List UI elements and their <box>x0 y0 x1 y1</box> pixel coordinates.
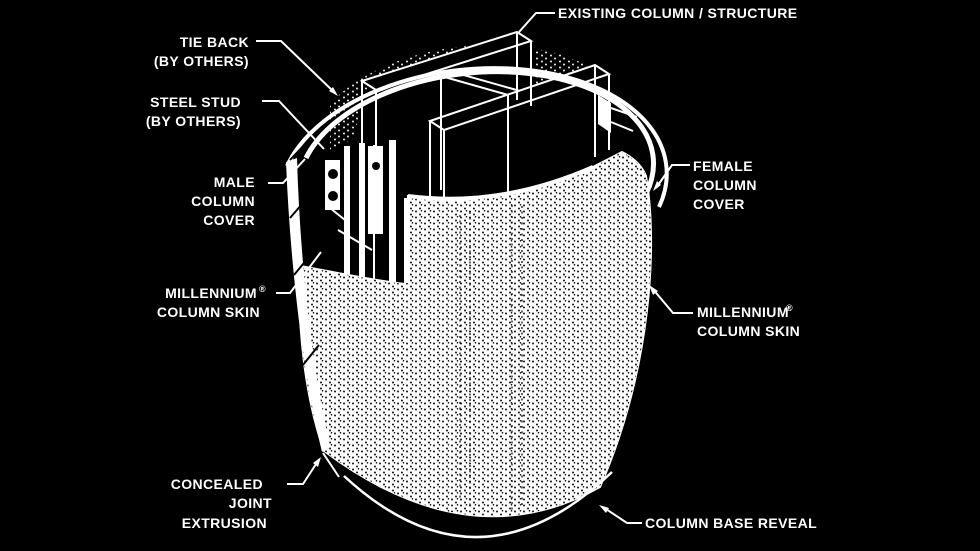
arrowhead <box>313 457 321 467</box>
stud-bracket <box>368 146 383 234</box>
label-concealed-joint-1: CONCEALED <box>171 476 263 492</box>
label-male-cover-3: COVER <box>203 212 255 228</box>
leader-millennium-left <box>276 251 322 294</box>
steel-stud <box>389 140 396 285</box>
base-edge <box>343 471 613 539</box>
leader-base-reveal <box>599 505 642 524</box>
steel-stud <box>344 146 350 280</box>
leader-millennium-right <box>649 285 693 314</box>
steel-studs-cutaway <box>325 140 396 285</box>
tie-back-bracket <box>325 160 340 210</box>
arrowhead <box>599 505 609 513</box>
label-male-cover-2: COLUMN <box>191 193 255 209</box>
label-millennium-left-2: COLUMN SKIN <box>157 304 260 320</box>
leader-existing-column <box>518 12 555 33</box>
tie-back-rod <box>329 207 346 221</box>
label-millennium-right: MILLENNIUM <box>697 304 789 320</box>
labels: EXISTING COLUMN / STRUCTURE TIE BACK (BY… <box>146 5 817 531</box>
rim-outer-edge <box>285 66 669 208</box>
label-tie-back-2: (BY OTHERS) <box>154 53 249 69</box>
arrowhead <box>653 181 661 191</box>
registered-mark: ® <box>259 284 266 294</box>
label-tie-back: TIE BACK <box>180 34 249 50</box>
front-section-top-edge <box>407 165 594 201</box>
leader-tie-back <box>256 40 338 96</box>
steel-stud <box>359 143 365 283</box>
label-female-cover-2: COLUMN <box>693 177 757 193</box>
label-steel-stud-2: (BY OTHERS) <box>146 113 241 129</box>
label-base-reveal: COLUMN BASE REVEAL <box>645 515 817 531</box>
label-millennium-right-2: COLUMN SKIN <box>697 323 800 339</box>
label-millennium-left: MILLENNIUM <box>165 285 257 301</box>
registered-mark: ® <box>786 303 793 313</box>
leader-lines <box>256 12 693 524</box>
tie-back-rod <box>337 229 373 251</box>
arrowhead <box>329 87 338 96</box>
label-existing-column: EXISTING COLUMN / STRUCTURE <box>558 5 797 21</box>
male-cover-edge <box>286 141 330 452</box>
label-concealed-joint-2: JOINT <box>229 495 272 511</box>
leader-concealed-joint <box>287 457 321 485</box>
rim-inner-edge <box>303 69 656 196</box>
label-female-cover-3: COVER <box>693 196 745 212</box>
label-concealed-joint-3: EXTRUSION <box>182 515 267 531</box>
leader-female-cover <box>653 164 690 191</box>
leader-steel-stud <box>262 100 325 150</box>
label-female-cover-1: FEMALE <box>693 158 753 174</box>
joint-seam <box>322 452 340 478</box>
skin-perforation-texture <box>299 152 652 517</box>
cover-top-rim <box>285 66 669 208</box>
leader-male-cover <box>268 158 306 184</box>
label-steel-stud: STEEL STUD <box>150 94 241 110</box>
arrowhead <box>649 285 658 295</box>
column-base <box>322 452 613 539</box>
column-skin-front <box>298 150 653 518</box>
label-male-cover-1: MALE <box>214 174 255 190</box>
